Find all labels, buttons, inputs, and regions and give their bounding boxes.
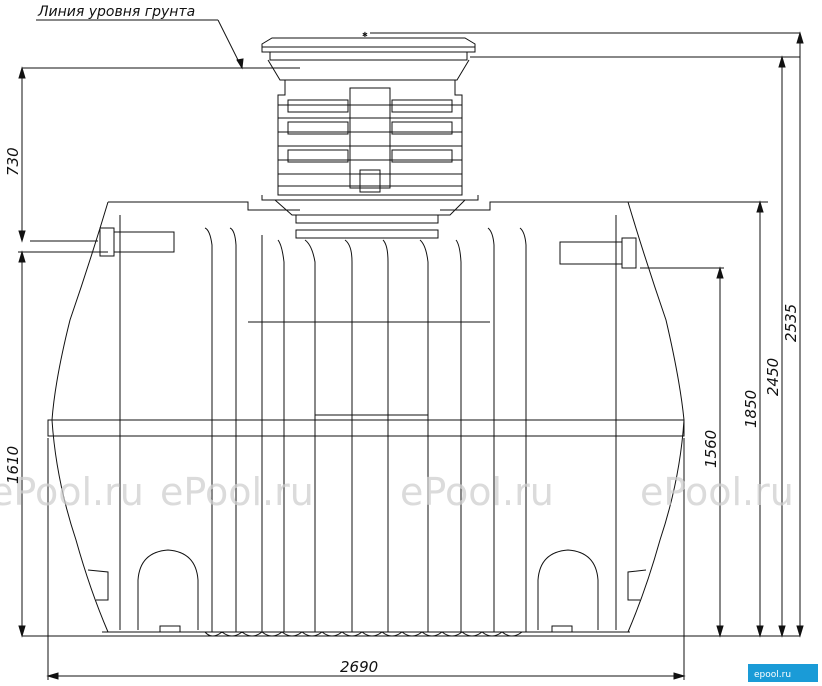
watermarks: ePool.ru ePool.ru ePool.ru ePool.ru [0, 470, 794, 514]
svg-text:✱: ✱ [362, 31, 368, 39]
dim-2690: 2690 [340, 658, 378, 676]
neck-collar [250, 195, 490, 239]
logo-text: epool.ru [754, 670, 791, 680]
dim-1850: 1850 [742, 390, 760, 428]
ground-level-leader [36, 19, 244, 70]
dim-730-line [18, 66, 26, 243]
watermark-1: ePool.ru [0, 470, 144, 514]
dim-1610-line [18, 250, 108, 638]
dim-1610: 1610 [4, 446, 22, 484]
dim-1560-line [640, 266, 724, 638]
dim-1560: 1560 [702, 430, 720, 468]
ground-level-label: Линия уровня грунта [37, 4, 195, 20]
dim-2450-line [778, 55, 786, 638]
outlet-pipe [559, 237, 637, 269]
dim-2450: 2450 [764, 358, 782, 396]
hatch-lid: ✱ [261, 31, 476, 81]
dim-730: 730 [4, 147, 22, 176]
dim-2535-line [796, 31, 804, 638]
inlet-pipe [30, 227, 175, 257]
epool-logo: epool.ru [748, 664, 818, 682]
dim-1850-line [628, 200, 768, 638]
watermark-4: ePool.ru [640, 470, 794, 514]
dim-2690-line [22, 438, 800, 680]
dim-2535: 2535 [782, 304, 800, 342]
watermark-2: ePool.ru [160, 470, 314, 514]
neck-extension [277, 80, 463, 196]
watermark-3: ePool.ru [400, 470, 554, 514]
tank-body [47, 201, 685, 637]
